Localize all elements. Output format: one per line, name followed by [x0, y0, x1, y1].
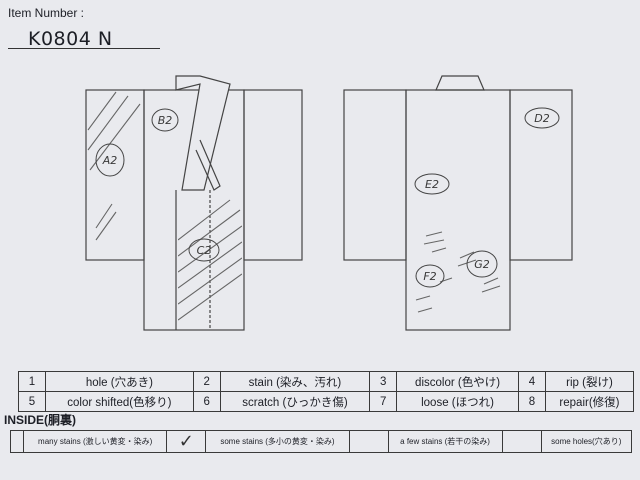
- front-body-hatching: [178, 199, 242, 321]
- back-mark-g: G2: [466, 250, 498, 278]
- legend-label: scratch (ひっかき傷): [219, 391, 371, 412]
- legend-number: 8: [517, 391, 546, 412]
- back-stain-marks: [415, 231, 501, 313]
- damage-legend-table: 1 hole (穴あき) 2 stain (染み、汚れ) 3 discolor …: [18, 371, 635, 412]
- svg-text:D2: D2: [534, 112, 549, 125]
- legend-label: stain (染み、汚れ): [219, 371, 371, 392]
- svg-text:F2: F2: [423, 270, 436, 283]
- inside-option-some-stains: some stains (多小の黄変・染み): [205, 430, 350, 453]
- check-mark-icon: ✓: [178, 431, 194, 451]
- inside-option-few-stains: a few stains (若干の染み): [387, 430, 503, 453]
- legend-label: repair(修復): [544, 391, 635, 412]
- back-mark-e: E2: [414, 173, 450, 195]
- kimono-diagram: A2 B2 C2 D: [85, 75, 573, 331]
- legend-number: 2: [192, 371, 221, 392]
- inside-option-many-stains: many stains (激しい黄変・染み): [22, 430, 168, 453]
- legend-label: hole (穴あき): [45, 371, 194, 392]
- legend-label: loose (ほつれ): [396, 391, 519, 412]
- inside-lining-row: many stains (激しい黄変・染み) ✓ some stains (多小…: [10, 430, 633, 453]
- front-mark-c: C2: [188, 238, 220, 262]
- legend-label: discolor (色やけ): [396, 371, 519, 392]
- legend-label: rip (裂け): [544, 371, 635, 392]
- svg-text:E2: E2: [425, 178, 439, 191]
- back-mark-d: D2: [524, 107, 560, 129]
- inside-checkbox-empty[interactable]: [10, 430, 24, 453]
- item-number-underline: [8, 48, 160, 49]
- back-mark-f: F2: [415, 264, 445, 288]
- front-mark-a: A2: [95, 143, 125, 177]
- svg-text:G2: G2: [474, 258, 490, 271]
- legend-number: 7: [369, 391, 398, 412]
- front-kimono-outline: [85, 75, 303, 331]
- legend-number: 5: [18, 391, 46, 412]
- svg-text:C2: C2: [197, 244, 212, 257]
- legend-label: color shifted(色移り): [45, 391, 194, 412]
- legend-row: 5 color shifted(色移り) 6 scratch (ひっかき傷) 7…: [18, 391, 635, 412]
- item-number-label: Item Number :: [8, 6, 85, 20]
- svg-text:A2: A2: [102, 154, 118, 167]
- legend-row: 1 hole (穴あき) 2 stain (染み、汚れ) 3 discolor …: [18, 371, 635, 392]
- front-mark-b: B2: [151, 108, 179, 132]
- inside-checkbox-empty[interactable]: [348, 430, 389, 453]
- front-stain-hatching: [87, 91, 141, 241]
- inside-checkbox-empty[interactable]: [501, 430, 542, 453]
- inside-lining-label: INSIDE(胴裏): [4, 413, 77, 427]
- legend-number: 3: [369, 371, 398, 392]
- legend-number: 6: [192, 391, 221, 412]
- inside-option-some-holes: some holes(穴あり): [540, 430, 633, 453]
- inside-lining-table: many stains (激しい黄変・染み) ✓ some stains (多小…: [10, 430, 633, 453]
- legend-number: 1: [18, 371, 46, 392]
- item-number-value: K0804 N: [28, 28, 113, 50]
- inside-checkbox-checked[interactable]: ✓: [166, 430, 207, 453]
- svg-text:B2: B2: [158, 114, 173, 127]
- back-kimono-outline: [343, 75, 573, 331]
- legend-number: 4: [517, 371, 546, 392]
